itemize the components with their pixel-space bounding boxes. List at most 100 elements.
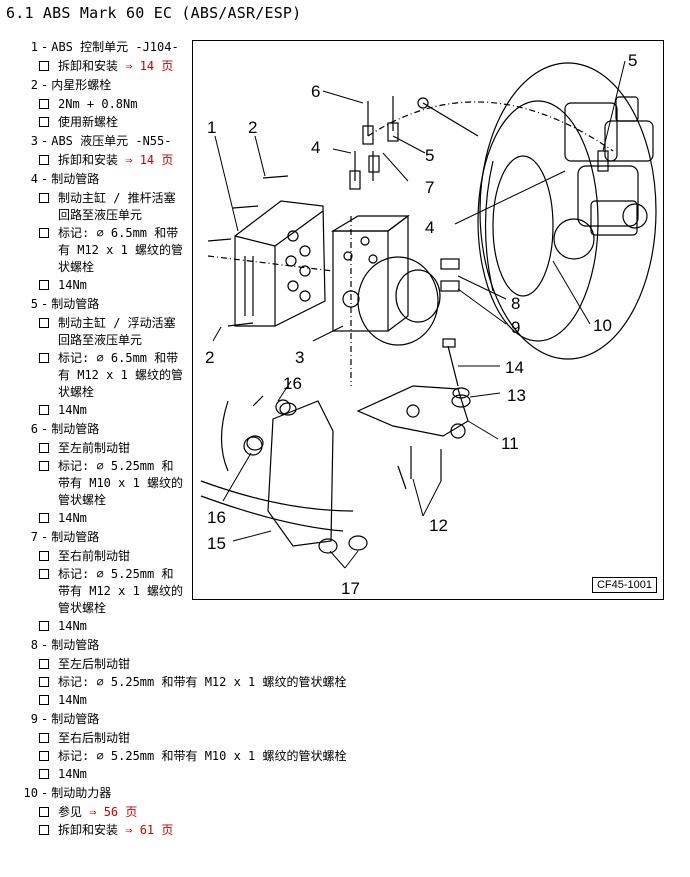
sub-item: 至左后制动钳 [10, 656, 192, 673]
sub-item-line: 管状螺栓 [58, 601, 107, 615]
item-number: 9 [30, 712, 38, 726]
item-heading: 3-ABS 液压单元 -N55- [10, 132, 192, 151]
callout-12: 12 [429, 516, 448, 535]
page-reference-link[interactable]: ⇒ 61 页 [125, 823, 174, 837]
sub-item: 14Nm [10, 766, 192, 783]
sub-item-line: 带有 M10 x 1 螺纹的 [58, 476, 184, 490]
sub-item: 至右后制动钳 [10, 730, 192, 747]
sub-item: 14Nm [10, 692, 192, 709]
item-number: 6 [30, 422, 38, 436]
sub-item-text: 至右后制动钳 [58, 731, 131, 745]
checkbox-icon [39, 280, 49, 290]
checkbox-icon [39, 513, 49, 523]
page-reference-link[interactable]: ⇒ 14 页 [125, 59, 174, 73]
item-label: 制动管路 [51, 172, 100, 186]
page-reference-link[interactable]: ⇒ 56 页 [89, 805, 138, 819]
item-dash: - [41, 172, 49, 186]
page-reference-link[interactable]: ⇒ 14 页 [125, 153, 174, 167]
sub-item-text: 至右前制动钳 [58, 549, 131, 563]
checkbox-icon [39, 677, 49, 687]
sub-item: 2Nm + 0.8Nm [10, 96, 192, 113]
item-heading: 8-制动管路 [10, 636, 192, 655]
item-heading: 1-ABS 控制单元 -J104- [10, 38, 192, 57]
sub-item: 参见 ⇒ 56 页 [10, 804, 192, 821]
sub-item: 标记: ∅ 6.5mm 和带有 M12 x 1 螺纹的管状螺栓 [10, 225, 192, 276]
sub-item: 至右前制动钳 [10, 548, 192, 565]
item-dash: - [41, 297, 49, 311]
item-label: 内星形螺栓 [51, 78, 112, 92]
checkbox-icon [39, 353, 49, 363]
item-number: 10 [23, 786, 38, 800]
item-number: 8 [30, 638, 38, 652]
sub-item-text: 至左前制动钳 [58, 441, 131, 455]
sub-item: 标记: ∅ 5.25mm 和带有 M12 x 1 螺纹的管状螺栓 [10, 566, 192, 617]
sub-item-line: 状螺栓 [58, 385, 95, 399]
sub-item-line: 标记: ∅ 5.25mm 和 [58, 567, 174, 581]
item-number: 3 [30, 134, 38, 148]
item-label: 制动管路 [51, 712, 100, 726]
sub-item: 至左前制动钳 [10, 440, 192, 457]
item-label: 制动管路 [51, 297, 100, 311]
callout-11: 11 [501, 434, 519, 453]
checkbox-icon [39, 751, 49, 761]
sub-item: 拆卸和安装 ⇒ 14 页 [10, 58, 192, 75]
list-item: 3-ABS 液压单元 -N55- 拆卸和安装 ⇒ 14 页 [10, 132, 192, 169]
list-item: 7-制动管路至右前制动钳标记: ∅ 5.25mm 和带有 M12 x 1 螺纹的… [10, 528, 192, 635]
item-dash: - [41, 530, 49, 544]
sub-item-text: 14Nm [58, 403, 87, 417]
sub-item-text: 14Nm [58, 619, 87, 633]
brake-booster [479, 62, 657, 360]
checkbox-icon [39, 61, 49, 71]
item-heading: 7-制动管路 [10, 528, 192, 547]
callout-8: 8 [511, 294, 520, 313]
callout-2: 2 [248, 118, 257, 137]
list-item: 9-制动管路至右后制动钳标记: ∅ 5.25mm 和带有 M10 x 1 螺纹的… [10, 710, 347, 783]
sub-item-line: 状螺栓 [58, 260, 95, 274]
sub-item-text: 14Nm [58, 511, 87, 525]
checkbox-icon [39, 695, 49, 705]
checkbox-icon [39, 405, 49, 415]
callout-5: 5 [628, 51, 637, 70]
item-dash: - [41, 40, 49, 54]
sub-item-line: 标记: ∅ 6.5mm 和带 [58, 351, 179, 365]
checkbox-icon [39, 769, 49, 779]
item-label: ABS 液压单元 -N55- [51, 134, 172, 148]
sub-item-text: 标记: ∅ 5.25mm 和带有 M12 x 1 螺纹的管状螺栓 [58, 675, 347, 689]
sub-item-text: 2Nm + 0.8Nm [58, 97, 138, 111]
callout-9: 9 [511, 318, 520, 337]
sub-item-line: 制动主缸 / 推杆活塞 [58, 191, 176, 205]
item-label: 制动助力器 [51, 786, 112, 800]
abs-control-unit [234, 200, 326, 327]
sub-item-line: 管状螺栓 [58, 493, 107, 507]
item-heading: 2-内星形螺栓 [10, 76, 192, 95]
sub-item: 标记: ∅ 5.25mm 和带有 M10 x 1 螺纹的管状螺栓 [10, 458, 192, 509]
list-item: 4-制动管路制动主缸 / 推杆活塞回路至液压单元标记: ∅ 6.5mm 和带有 … [10, 170, 192, 294]
item-number: 4 [30, 172, 38, 186]
item-heading: 6-制动管路 [10, 420, 192, 439]
item-dash: - [41, 78, 49, 92]
sub-item-line: 有 M12 x 1 螺纹的管 [58, 243, 184, 257]
sub-item-text: 使用新螺栓 [58, 115, 119, 129]
item-number: 5 [30, 297, 38, 311]
sub-item-text: 标记: ∅ 5.25mm 和带有 M10 x 1 螺纹的管状螺栓 [58, 749, 347, 763]
callout-13: 13 [507, 386, 526, 405]
checkbox-icon [39, 117, 49, 127]
sub-item-text: 拆卸和安装 [58, 59, 119, 73]
checkbox-icon [39, 461, 49, 471]
item-label: 制动管路 [51, 530, 100, 544]
sub-item-text: 拆卸和安装 [58, 153, 119, 167]
figure-code: CF45-1001 [591, 577, 657, 593]
callout-4: 4 [425, 218, 434, 237]
sub-item-text: 拆卸和安装 [58, 823, 119, 837]
sub-item: 标记: ∅ 5.25mm 和带有 M12 x 1 螺纹的管状螺栓 [10, 674, 418, 691]
sub-item-line: 标记: ∅ 6.5mm 和带 [58, 226, 179, 240]
checkbox-icon [39, 99, 49, 109]
list-item: 6-制动管路至左前制动钳标记: ∅ 5.25mm 和带有 M10 x 1 螺纹的… [10, 420, 192, 527]
sub-item-line: 回路至液压单元 [58, 333, 143, 347]
item-dash: - [41, 786, 49, 800]
sub-item-line: 回路至液压单元 [58, 208, 143, 222]
list-item: 8-制动管路至左后制动钳标记: ∅ 5.25mm 和带有 M12 x 1 螺纹的… [10, 636, 347, 709]
item-label: 制动管路 [51, 422, 100, 436]
callout-5: 5 [425, 146, 434, 165]
